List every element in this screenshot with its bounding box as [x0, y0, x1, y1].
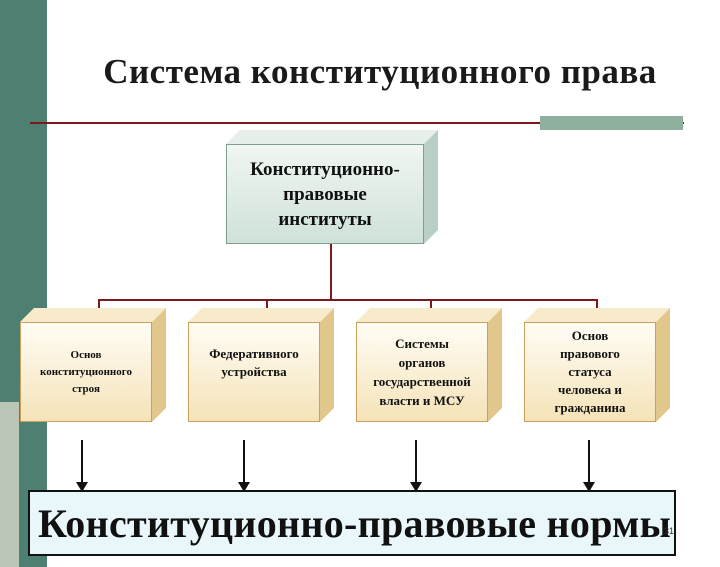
branch-1-top-face [20, 308, 166, 322]
branch-node-3: Системы органов государственной власти и… [356, 322, 488, 422]
branch-4-line: гражданина [554, 400, 626, 415]
branch-2-line: устройства [221, 364, 287, 379]
arrow-1-head [76, 482, 88, 492]
title-underline [30, 122, 684, 124]
branch-1-line: строя [72, 382, 100, 395]
top-node-top-face [226, 130, 438, 144]
branch-2-line: Федеративного [209, 346, 299, 361]
branch-3-line: Системы [395, 336, 449, 351]
branch-2-side-face [320, 308, 334, 422]
connector-drop-4 [596, 299, 598, 309]
title-accent-block [540, 116, 683, 130]
branch-4-line: Основ [571, 328, 609, 343]
connector-trunk [330, 244, 332, 300]
branch-4-top-face [524, 308, 670, 322]
connector-drop-3 [430, 299, 432, 309]
top-node-line: институты [278, 208, 372, 230]
branch-node-1: Основ конституционного строя [20, 322, 152, 422]
bottom-node: Конституционно-правовые нормы [28, 490, 676, 556]
connector-horizontal [98, 299, 598, 301]
top-node: Конституционно- правовые институты [226, 144, 424, 244]
branch-1-line: Основ [70, 348, 102, 361]
branch-3-top-face [356, 308, 502, 322]
branch-3-line: органов [398, 355, 446, 370]
branch-3-side-face [488, 308, 502, 422]
bottom-node-label: Конституционно-правовые нормы [38, 500, 672, 546]
branch-2-top-face [188, 308, 334, 322]
arrow-2-head [238, 482, 250, 492]
side-decoration-lower [0, 402, 19, 567]
arrow-4-shaft [588, 440, 590, 482]
arrow-4-head [583, 482, 595, 492]
connector-drop-2 [266, 299, 268, 309]
arrow-3-shaft [415, 440, 417, 482]
branch-4-line: статуса [568, 364, 612, 379]
top-node-side-face [424, 130, 438, 244]
branch-node-4: Основ правового статуса человека и гражд… [524, 322, 656, 422]
branch-1-side-face [152, 308, 166, 422]
top-node-line: правовые [283, 183, 367, 205]
branch-3-line: власти и МСУ [379, 393, 465, 408]
page-number: 31 [664, 526, 675, 536]
top-node-line: Конституционно- [250, 158, 400, 180]
slide-title: Система конституционного права [103, 52, 657, 91]
arrow-3-head [410, 482, 422, 492]
branch-node-2: Федеративного устройства [188, 322, 320, 422]
branch-4-line: правового [560, 346, 620, 361]
connector-drop-1 [98, 299, 100, 309]
arrow-1-shaft [81, 440, 83, 482]
branch-3-line: государственной [373, 374, 471, 389]
branch-1-line: конституционного [40, 365, 132, 378]
arrow-2-shaft [243, 440, 245, 482]
branch-4-side-face [656, 308, 670, 422]
branch-4-line: человека и [558, 382, 622, 397]
